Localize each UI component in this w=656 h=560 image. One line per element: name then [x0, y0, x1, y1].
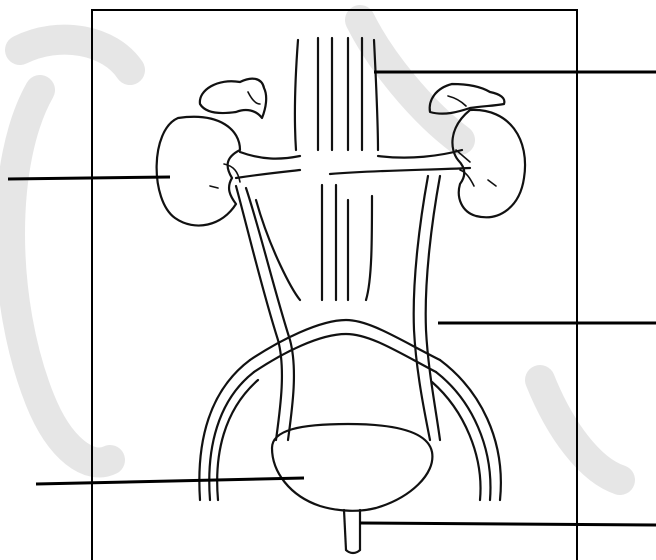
aorta-vena-cava: [295, 38, 378, 300]
left-adrenal-gland: [200, 79, 266, 118]
iliac-vessels: [199, 196, 501, 500]
left-ureter: [236, 186, 294, 440]
urethra: [344, 510, 360, 553]
watermark-swirl: [10, 20, 620, 480]
left-kidney: [157, 117, 240, 226]
right-ureter: [414, 176, 440, 440]
renal-vessels: [236, 150, 470, 178]
leader-line-bladder: [36, 478, 304, 484]
leader-line-urethra: [360, 523, 656, 525]
urinary-bladder: [272, 424, 432, 511]
leader-line-kidney: [8, 177, 170, 179]
diagram-frame: [92, 10, 577, 560]
